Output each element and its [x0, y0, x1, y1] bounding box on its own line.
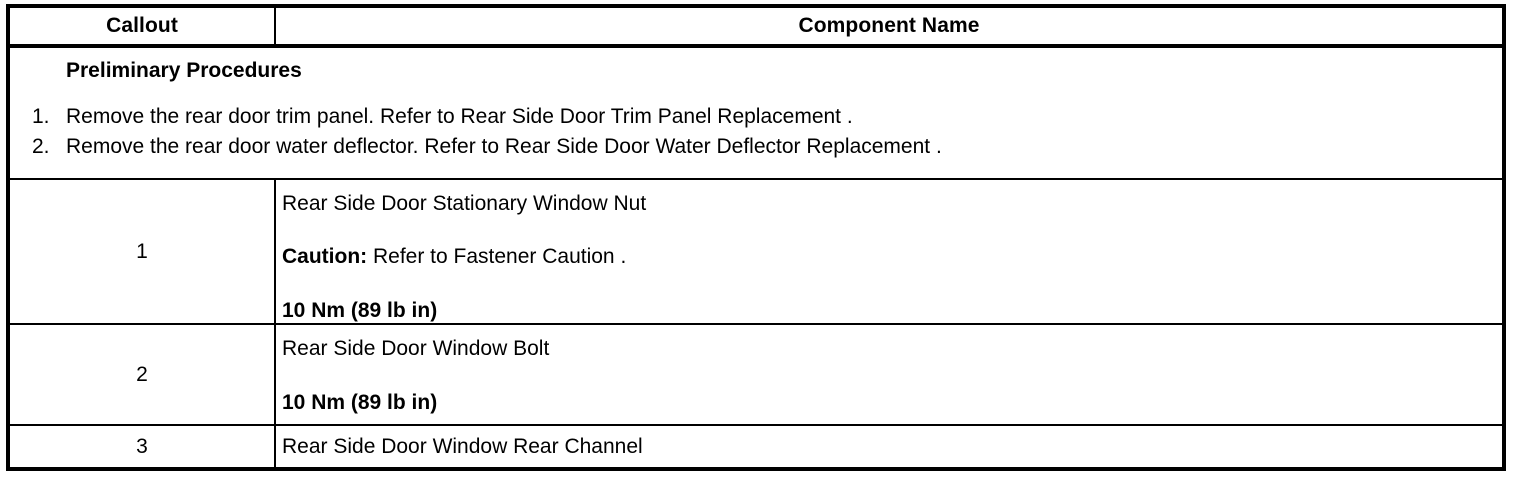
callout-cell: 3 — [10, 426, 276, 467]
preliminary-procedures-row: Preliminary Procedures 1. Remove the rear… — [10, 48, 1502, 180]
header-cell-callout: Callout — [10, 8, 276, 44]
caution-text: Refer to Fastener Caution . — [367, 245, 627, 268]
list-item-text: Remove the rear door trim panel. Refer t… — [66, 105, 853, 128]
list-item: 1. Remove the rear door trim panel. Refer… — [10, 102, 1502, 132]
table-row: 1 Rear Side Door Stationary Window Nut C… — [10, 180, 1502, 325]
preliminary-procedures-title: Preliminary Procedures — [66, 59, 302, 82]
component-cell: Rear Side Door Stationary Window Nut Cau… — [276, 180, 1502, 323]
list-item-text: Remove the rear door water deflector. Re… — [66, 135, 942, 158]
list-item-number: 2. — [32, 135, 50, 158]
component-name-text: Rear Side Door Window Rear Channel — [282, 435, 643, 458]
component-cell: Rear Side Door Window Bolt 10 Nm (89 lb … — [276, 325, 1502, 424]
service-procedure-table: Callout Component Name Preliminary Proce… — [6, 4, 1506, 471]
callout-cell: 1 — [10, 180, 276, 323]
torque-spec: 10 Nm (89 lb in) — [282, 299, 438, 322]
callout-number: 3 — [136, 434, 148, 458]
list-item: 2. Remove the rear door water deflector. … — [10, 132, 1502, 162]
callout-number: 2 — [136, 362, 148, 386]
table-row: 3 Rear Side Door Window Rear Channel — [10, 426, 1502, 467]
table-header-row: Callout Component Name — [10, 8, 1502, 48]
callout-cell: 2 — [10, 325, 276, 424]
header-callout-label: Callout — [106, 14, 178, 37]
component-name-text: Rear Side Door Stationary Window Nut — [282, 192, 647, 215]
table-row: 2 Rear Side Door Window Bolt 10 Nm (89 l… — [10, 325, 1502, 426]
caution-note: Caution: Refer to Fastener Caution . — [282, 216, 1502, 269]
header-cell-component-name: Component Name — [276, 8, 1502, 44]
callout-number: 1 — [136, 239, 148, 263]
torque-spec: 10 Nm (89 lb in) — [282, 391, 438, 414]
caution-label: Caution: — [282, 245, 368, 268]
list-item-number: 1. — [32, 105, 50, 128]
header-component-name-label: Component Name — [798, 14, 980, 37]
component-cell: Rear Side Door Window Rear Channel — [276, 426, 1502, 467]
preliminary-procedures-list: 1. Remove the rear door trim panel. Refer… — [10, 102, 1502, 162]
component-name-text: Rear Side Door Window Bolt — [282, 337, 550, 360]
